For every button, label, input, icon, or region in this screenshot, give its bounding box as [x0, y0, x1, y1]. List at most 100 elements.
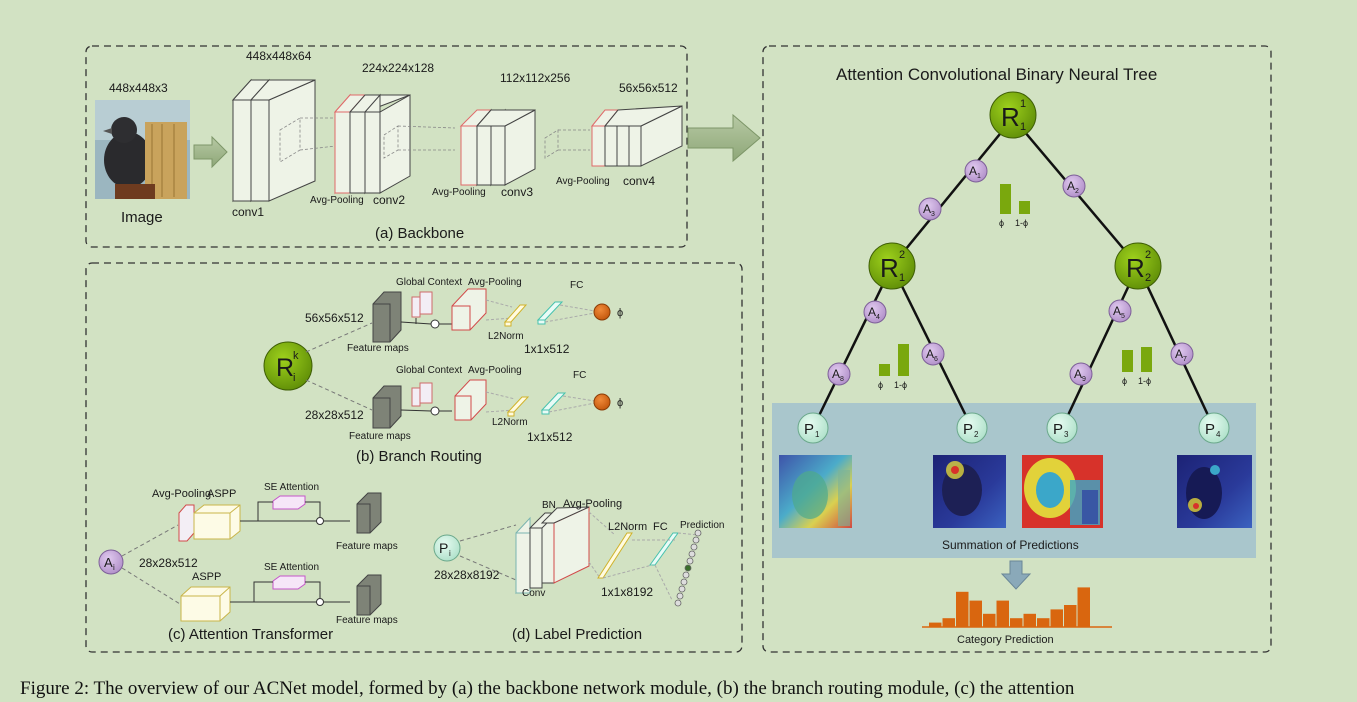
- label-prediction-node: [433, 534, 461, 562]
- category-bar: [1050, 609, 1063, 627]
- a2-base: A: [1067, 179, 1075, 193]
- backbone-to-tree-arrow: [687, 113, 761, 163]
- backbone-arrow-1: [193, 135, 228, 169]
- routing-top-phi: ϕ: [617, 307, 623, 319]
- label-prediction-network: [515, 506, 702, 607]
- r2-1-base: R: [880, 253, 899, 283]
- dim-label-3: 112x112x256: [500, 71, 571, 85]
- backbone-panel: 448x448x3 Image: [85, 45, 688, 248]
- prediction-vector: [674, 529, 702, 607]
- attention-aspp-top: ASPP: [207, 488, 236, 500]
- image-label: Image: [121, 209, 163, 226]
- heatmap-4: [1177, 455, 1252, 528]
- heatmap-2: [933, 455, 1006, 528]
- avg-pooling-label-3: Avg-Pooling: [556, 176, 610, 187]
- a5-base: A: [1113, 304, 1121, 318]
- down-arrow: [1000, 560, 1032, 590]
- a8-base: A: [832, 367, 840, 381]
- attention-feature-maps-bottom: Feature maps: [336, 615, 398, 626]
- phi-root: ϕ: [999, 218, 1004, 228]
- routing-bottom-fc-out: 1x1x512: [527, 430, 573, 444]
- routing-top-fc-out: 1x1x512: [524, 342, 570, 356]
- p3-sub: 3: [1064, 430, 1069, 439]
- attention-dim: 28x28x512: [139, 556, 198, 570]
- category-bar: [969, 600, 982, 627]
- category-bar: [1064, 605, 1077, 627]
- heatmap-1: [779, 455, 852, 528]
- attention-feature-maps-top: Feature maps: [336, 541, 398, 552]
- a5-sub: 5: [1121, 313, 1125, 320]
- a6-base: A: [926, 347, 934, 361]
- a9-sub: 9: [1082, 376, 1086, 383]
- phi-bars-left: ϕ 1-ϕ: [878, 344, 909, 390]
- category-bar: [929, 622, 942, 627]
- avg-pooling-label-1: Avg-Pooling: [310, 195, 364, 206]
- node-r2-1: [868, 242, 916, 290]
- attention-se-bottom: SE Attention: [264, 562, 319, 573]
- label-prediction-text: Prediction: [680, 520, 724, 531]
- a3-base: A: [923, 202, 931, 216]
- p3-base: P: [1053, 421, 1063, 438]
- routing-bottom-dim: 28x28x512: [305, 408, 364, 422]
- p2-sub: 2: [974, 430, 979, 439]
- attention-transformer-title: (c) Attention Transformer: [168, 626, 333, 643]
- backbone-border: [85, 45, 688, 248]
- attention-aspp-bottom: ASPP: [192, 571, 221, 583]
- attention-nodes: A 1 A 2 A 3 A 4 A 5 A 6 A 7 A 8 A: [827, 159, 1194, 386]
- conv1-block: [231, 78, 316, 203]
- p1-base: P: [804, 421, 814, 438]
- one-minus-phi-right: 1-ϕ: [1138, 376, 1151, 386]
- label-fc-out: 1x1x8192: [601, 585, 653, 599]
- label-prediction-title: (d) Label Prediction: [512, 626, 642, 643]
- category-bar: [942, 618, 955, 627]
- conv2-label: conv2: [373, 193, 405, 207]
- branch-routing-node: [263, 341, 313, 391]
- routing-link-top: [305, 322, 373, 353]
- image-size-label: 448x448x3: [109, 81, 168, 95]
- conv2-block: [333, 93, 411, 195]
- a1-sub: 1: [977, 173, 981, 180]
- a7-base: A: [1175, 347, 1183, 361]
- attention-bottom-branch: ASPP SE Attention Feature maps: [180, 562, 398, 626]
- phi-bars-root: ϕ 1-ϕ: [999, 184, 1030, 228]
- category-bar: [1023, 613, 1036, 627]
- branch-routing-panel: R k i 56x56x512 Feature maps Global Cont…: [85, 262, 743, 653]
- routing-bottom-feature-maps: Feature maps: [349, 431, 411, 442]
- p1-sub: 1: [815, 430, 820, 439]
- label-node-base: P: [439, 540, 448, 556]
- routing-top-branch: 56x56x512 Feature maps Global Context Av…: [305, 277, 623, 356]
- category-bar: [996, 600, 1009, 627]
- attention-node: [98, 549, 124, 575]
- p2-base: P: [963, 421, 973, 438]
- r2-2-sup: 2: [1145, 249, 1151, 261]
- routing-link-bottom: [305, 379, 373, 411]
- input-bird-image: [95, 100, 190, 199]
- category-bar: [1037, 618, 1050, 627]
- conv3-label: conv3: [501, 185, 533, 199]
- r2-1-sup: 2: [899, 249, 905, 261]
- label-avg-pooling: Avg-Pooling: [563, 498, 622, 510]
- label-conv: Conv: [522, 588, 545, 599]
- conv3-block: [459, 108, 536, 187]
- category-prediction-bars: [922, 587, 1112, 628]
- routing-node-sup: k: [293, 350, 299, 362]
- a8-sub: 8: [840, 376, 844, 383]
- tree-panel: Attention Convolutional Binary Neural Tr…: [762, 45, 1272, 653]
- category-bar: [983, 613, 996, 627]
- summation-label: Summation of Predictions: [942, 538, 1079, 552]
- phi-left: ϕ: [878, 380, 883, 390]
- routing-top-l2norm: L2Norm: [488, 331, 524, 342]
- figure-caption: Figure 2: The overview of our ACNet mode…: [20, 678, 1075, 699]
- r2-2-base: R: [1126, 253, 1145, 283]
- a9-base: A: [1074, 367, 1082, 381]
- conv3-kernel: [544, 129, 590, 159]
- branch-routing-title: (b) Branch Routing: [356, 448, 482, 465]
- attention-node-sub: i: [113, 563, 115, 572]
- routing-top-feature-maps: Feature maps: [347, 343, 409, 354]
- category-label: Category Prediction: [957, 634, 1054, 646]
- heatmap-3: [1022, 455, 1103, 528]
- routing-top-avg-pooling: Avg-Pooling: [468, 277, 522, 288]
- one-minus-phi-left: 1-ϕ: [894, 380, 907, 390]
- a7-sub: 7: [1183, 356, 1187, 363]
- root-base: R: [1001, 102, 1020, 132]
